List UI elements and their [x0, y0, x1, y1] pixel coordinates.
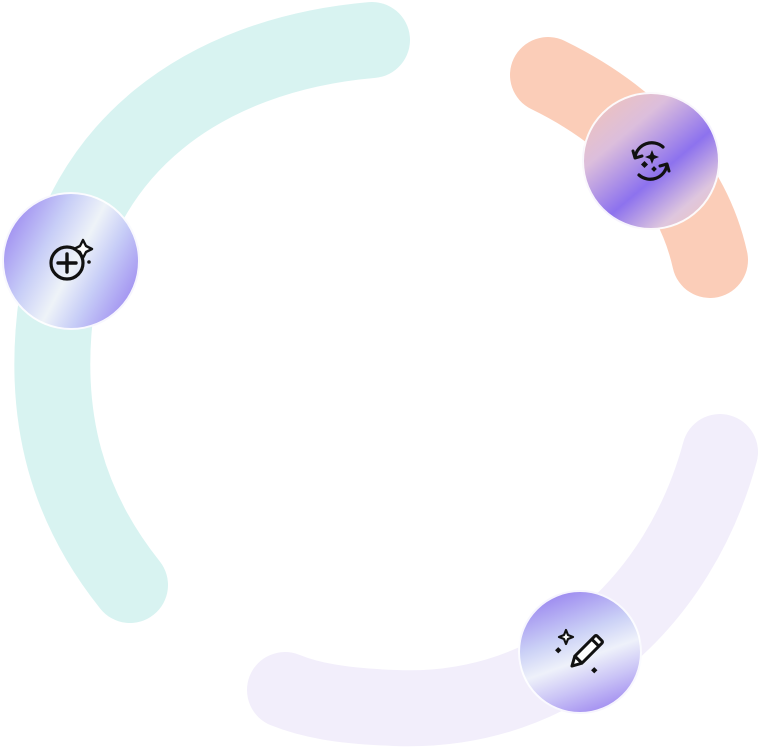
magic-pencil-icon [555, 628, 604, 674]
sparkle-swap-icon [631, 141, 671, 181]
lavender-arc [247, 414, 758, 747]
generate-button[interactable] [2, 192, 140, 330]
replace-button[interactable] [582, 92, 720, 230]
sparkle-plus-icon [49, 238, 94, 281]
edit-button[interactable] [518, 590, 642, 714]
